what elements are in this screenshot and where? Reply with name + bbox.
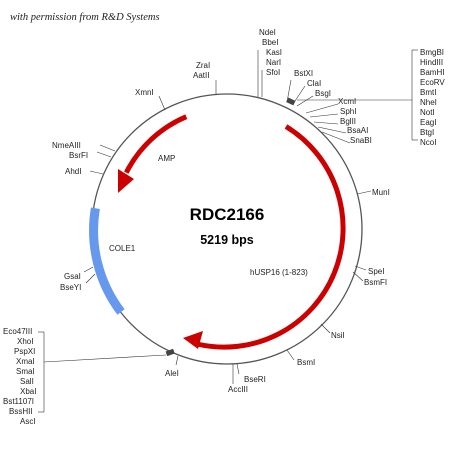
site-label: AhdI (65, 167, 81, 176)
cole1-label: COLE1 (109, 244, 136, 253)
site-label: AscI (20, 417, 36, 426)
site-label: NotI (420, 108, 435, 117)
site-alei: AleI (165, 355, 179, 378)
site-label: HindIII (420, 58, 443, 67)
site-group-bstxi: BstXI ClaI BsgI (286, 69, 331, 107)
credit-text: with permission from R&D Systems (10, 12, 160, 23)
mcs-marker-right (286, 97, 296, 106)
site-group-zrai: ZraI AatII (193, 61, 217, 95)
site-label: XmaI (16, 357, 35, 366)
site-label: XcmI (338, 97, 356, 106)
site-label: EcoRV (420, 78, 445, 87)
site-label: KasI (266, 48, 282, 57)
site-label: BbeI (262, 38, 278, 47)
site-label: ClaI (307, 79, 321, 88)
site-label: XhoI (17, 337, 33, 346)
site-ahdi: AhdI (65, 167, 104, 176)
site-bsmi: BsmI (286, 349, 315, 367)
site-label: BssHII (9, 407, 33, 416)
site-label: AleI (165, 369, 179, 378)
site-group-mcs-left: Eco47III XhoI PspXI XmaI SmaI SalI XbaI … (3, 327, 167, 426)
site-label: SnaBI (350, 136, 372, 145)
site-label: NsiI (331, 331, 345, 340)
site-label: BseYI (60, 283, 81, 292)
site-label: BtgI (420, 128, 434, 137)
site-label: SalI (20, 377, 34, 386)
site-label: SpeI (368, 267, 384, 276)
site-label: SmaI (16, 367, 35, 376)
site-group-gsai: GsaI BseYI (60, 266, 96, 292)
plasmid-backbone (91, 93, 363, 365)
site-label: EagI (420, 118, 436, 127)
site-group-ndei: NdeI BbeI KasI NarI SfoI (257, 28, 282, 97)
site-label: NcoI (420, 138, 436, 147)
site-group-xcmi: XcmI SphI BglII BsaAI SnaBI (305, 97, 372, 145)
site-label: BmtI (420, 88, 436, 97)
site-group-bseri: BseRI AccIII (228, 363, 266, 394)
site-label: MunI (372, 188, 390, 197)
amp-arrowhead (118, 169, 134, 193)
cole1-feature (89, 207, 125, 315)
husp16-label: hUSP16 (1-823) (250, 268, 308, 277)
site-label: PspXI (14, 347, 35, 356)
site-label: BsrFI (69, 151, 88, 160)
site-label: GsaI (64, 272, 81, 281)
site-muni: MunI (356, 188, 390, 197)
site-label: NmeAIII (52, 141, 81, 150)
site-label: Bst1107I (3, 397, 34, 406)
mcs-marker-left (165, 348, 175, 357)
amp-label: AMP (158, 154, 175, 163)
site-label: BsaAI (347, 126, 368, 135)
site-label: ZraI (196, 61, 210, 70)
site-label: BseRI (244, 375, 266, 384)
site-nsii: NsiI (320, 323, 345, 340)
site-label: Eco47III (3, 327, 32, 336)
site-label: SphI (340, 107, 356, 116)
husp16-arrow (196, 124, 346, 350)
plasmid-size: 5219 bps (200, 233, 254, 247)
site-xmni: XmnI (135, 88, 166, 111)
site-label: NarI (266, 58, 281, 67)
site-label: BstXI (294, 69, 313, 78)
site-label: XmnI (135, 88, 154, 97)
plasmid-name: RDC2166 (190, 205, 265, 224)
site-label: AatII (193, 71, 209, 80)
site-label: BsgI (315, 89, 331, 98)
site-label: BmgBI (420, 48, 444, 57)
site-group-spei: SpeI BsmFI (352, 265, 387, 287)
site-label: NheI (420, 98, 437, 107)
site-label: BsmFI (364, 278, 387, 287)
site-group-mcs-right: BmgBI HindIII BamHI EcoRV BmtI NheI NotI… (297, 48, 445, 147)
site-label: NdeI (259, 28, 276, 37)
amp-arrow (124, 114, 188, 174)
husp16-arrowhead (183, 331, 203, 349)
site-label: BglII (340, 117, 356, 126)
site-label: BamHI (420, 68, 444, 77)
site-group-nmeaiii: NmeAIII BsrFI (52, 141, 116, 160)
site-label: BsmI (297, 358, 315, 367)
site-label: XbaI (20, 387, 36, 396)
site-label: SfoI (266, 68, 280, 77)
site-label: AccIII (228, 385, 248, 394)
